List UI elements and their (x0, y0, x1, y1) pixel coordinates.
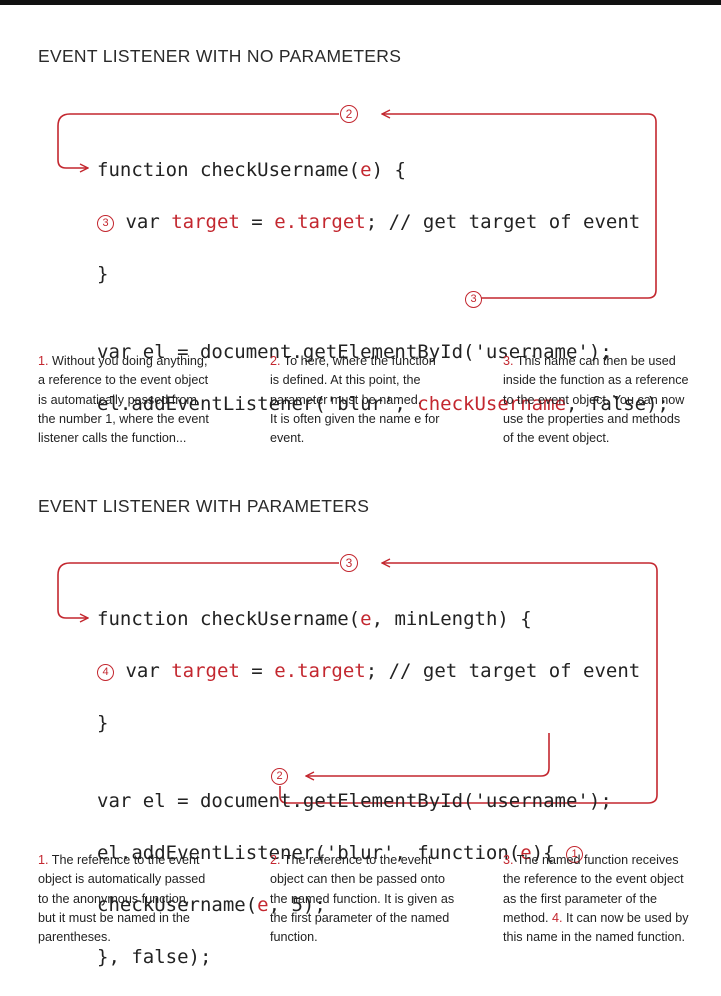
marker-s1-top: 2 (340, 105, 358, 123)
code2-line5: el.addEventListener('blur', function(e){… (97, 840, 640, 866)
marker-s1-left: 3 (97, 215, 114, 232)
marker-s2-bottom: 2 (271, 768, 288, 785)
s1-note-2: 2. To here, where the function is define… (270, 354, 440, 446)
marker-s2-left: 4 (97, 664, 114, 681)
s2-note-1: 1. The reference to the event object is … (38, 853, 206, 945)
s2-note-2: 2. The reference to the event object can… (270, 853, 455, 945)
arrow-path-s2-inner (306, 733, 550, 776)
code1-line3: } (97, 263, 109, 285)
arrow-path-s2-left (57, 562, 339, 618)
arrow-diagram (57, 0, 658, 804)
s1-note-3: 3. This name can then be used inside the… (503, 354, 689, 446)
code-block-1: function checkUsername(e) { 3 var target… (97, 131, 669, 443)
code1-line1: function checkUsername(e) { (97, 159, 406, 181)
section1-heading: EVENT LISTENER WITH NO PARAMETERS (38, 46, 402, 66)
section2-heading: EVENT LISTENER WITH PARAMETERS (38, 496, 370, 516)
marker-s2-top: 3 (340, 554, 358, 572)
code2-line6: checkUsername(e, 5); (97, 894, 326, 916)
code2-line1: function checkUsername(e, minLength) { (97, 608, 532, 630)
code2-line2: 4 var target = e.target; // get target o… (97, 658, 640, 684)
arrow-path-s2-bottom-tick (279, 786, 288, 804)
code1-line2: 3 var target = e.target; // get target o… (97, 209, 669, 235)
code2-line4: var el = document.getElementById('userna… (97, 790, 612, 812)
marker-s1-bottom: 3 (465, 291, 482, 308)
code2-line7: }, false); (97, 946, 212, 968)
arrow-path-s2-outer (286, 563, 658, 804)
code1-line4: var el = document.getElementById('userna… (97, 341, 612, 363)
s1-note-1: 1. Without you doing anything, a referen… (38, 354, 209, 446)
arrow-path-s1-outer (382, 114, 657, 299)
code1-line5: el.addEventListener('blur', checkUsernam… (97, 393, 669, 415)
s2-note-3: 3. The named function receives the refer… (503, 853, 689, 945)
code2-line3: } (97, 712, 109, 734)
top-border (0, 0, 721, 5)
arrow-path-s1-left (57, 113, 339, 168)
marker-s2-right: 1 (566, 846, 584, 863)
